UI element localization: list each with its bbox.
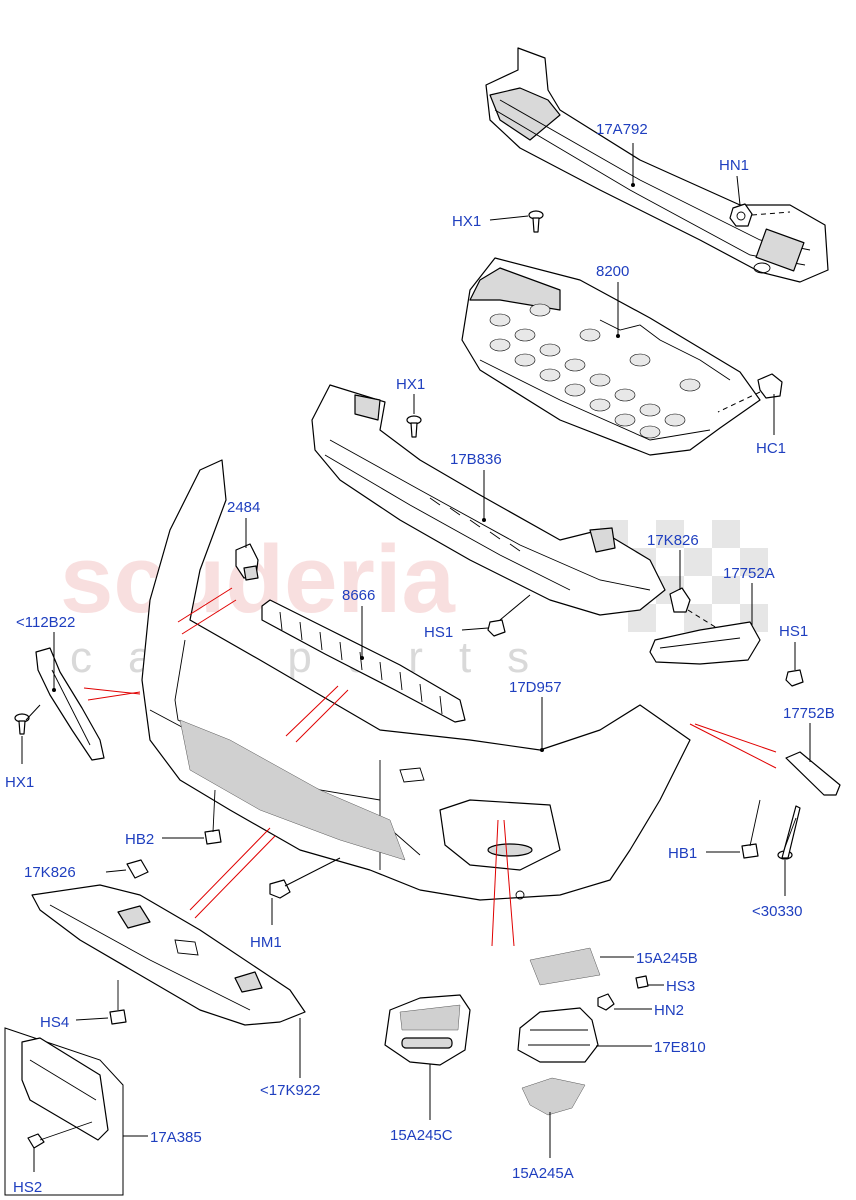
- licence-plate-bracket-17A385: [4, 1027, 124, 1196]
- callout-hc1[interactable]: HC1: [756, 440, 786, 457]
- watermark: scuderia car parts: [60, 520, 768, 682]
- callout-17A792[interactable]: 17A792: [596, 121, 648, 138]
- hn1-nut: [729, 203, 753, 227]
- callout-hs4[interactable]: HS4: [40, 1014, 69, 1031]
- callout-17E810[interactable]: 17E810: [654, 1039, 706, 1056]
- callout-8666[interactable]: 8666: [342, 587, 375, 604]
- bumper-carrier-17B836: [311, 384, 666, 616]
- bumper-cover-17D957: [141, 459, 691, 901]
- callout-hn1[interactable]: HN1: [719, 157, 749, 174]
- callout-hx1-top[interactable]: HX1: [452, 213, 481, 230]
- trim-17752B: [785, 751, 841, 796]
- screw-30330: [777, 805, 801, 860]
- callout-hn2[interactable]: HN2: [654, 1002, 684, 1019]
- callout-17A385[interactable]: 17A385: [150, 1129, 202, 1146]
- bracket-2484: [235, 543, 259, 581]
- red-reference-lines: [83, 587, 777, 947]
- callout-17D957[interactable]: 17D957: [509, 679, 562, 696]
- bracket-17K826-left: [126, 859, 149, 879]
- bracket-17E810: [517, 1007, 599, 1063]
- bracket-strip-8666: [261, 599, 466, 723]
- checkered-flag-watermark: [600, 520, 768, 632]
- hb2-bolt: [204, 789, 222, 845]
- callout-17K826-right[interactable]: 17K826: [647, 532, 699, 549]
- callout-hm1[interactable]: HM1: [250, 934, 282, 951]
- hs3-screw: [635, 975, 649, 989]
- hx1-clip-top: [528, 210, 544, 233]
- callout-hs3[interactable]: HS3: [666, 978, 695, 995]
- callout-15A245C[interactable]: 15A245C: [390, 1127, 453, 1144]
- hs1-screw-right: [785, 669, 804, 687]
- callout-17K826-left[interactable]: 17K826: [24, 864, 76, 881]
- callout-17752B[interactable]: 17752B: [783, 705, 835, 722]
- callout-hb1[interactable]: HB1: [668, 845, 697, 862]
- callout-17B836[interactable]: 17B836: [450, 451, 502, 468]
- hm1-clip: [269, 879, 291, 899]
- callout-15A245A[interactable]: 15A245A: [512, 1165, 574, 1182]
- hb1-bolt: [741, 799, 761, 859]
- callout-2484[interactable]: 2484: [227, 499, 260, 516]
- callout-30330[interactable]: <30330: [752, 903, 802, 920]
- callout-hb2[interactable]: HB2: [125, 831, 154, 848]
- hs4-screw: [109, 980, 127, 1025]
- insert-15A245A: [521, 1077, 586, 1116]
- side-bracket-112B22: [35, 647, 105, 761]
- hn2-nut: [597, 993, 615, 1011]
- hc1-clip: [757, 373, 783, 399]
- callout-17752A[interactable]: 17752A: [723, 565, 775, 582]
- trim-17752A: [649, 621, 761, 665]
- watermark-brand: scuderia: [60, 526, 455, 633]
- bumper-beam-17A792: [485, 47, 829, 283]
- grille-honeycomb: [489, 303, 701, 439]
- callout-hs1-left[interactable]: HS1: [424, 624, 453, 641]
- callout-hx1-left[interactable]: HX1: [5, 774, 34, 791]
- insert-15A245B: [529, 947, 601, 986]
- undertray-17K922: [31, 884, 306, 1026]
- hs1-screw-left: [487, 619, 506, 637]
- callout-112B22[interactable]: <112B22: [16, 614, 75, 631]
- callout-17K922[interactable]: <17K922: [260, 1082, 320, 1099]
- callout-hx1-mid[interactable]: HX1: [396, 376, 425, 393]
- callout-8200[interactable]: 8200: [596, 263, 629, 280]
- fog-bezel-15A245C: [384, 994, 471, 1066]
- hx1-clip-left: [14, 713, 30, 735]
- callout-hs1-right[interactable]: HS1: [779, 623, 808, 640]
- hx1-clip-mid: [406, 415, 422, 438]
- callout-hs2[interactable]: HS2: [13, 1179, 42, 1196]
- callout-15A245B[interactable]: 15A245B: [636, 950, 698, 967]
- grille-8200: [461, 257, 761, 456]
